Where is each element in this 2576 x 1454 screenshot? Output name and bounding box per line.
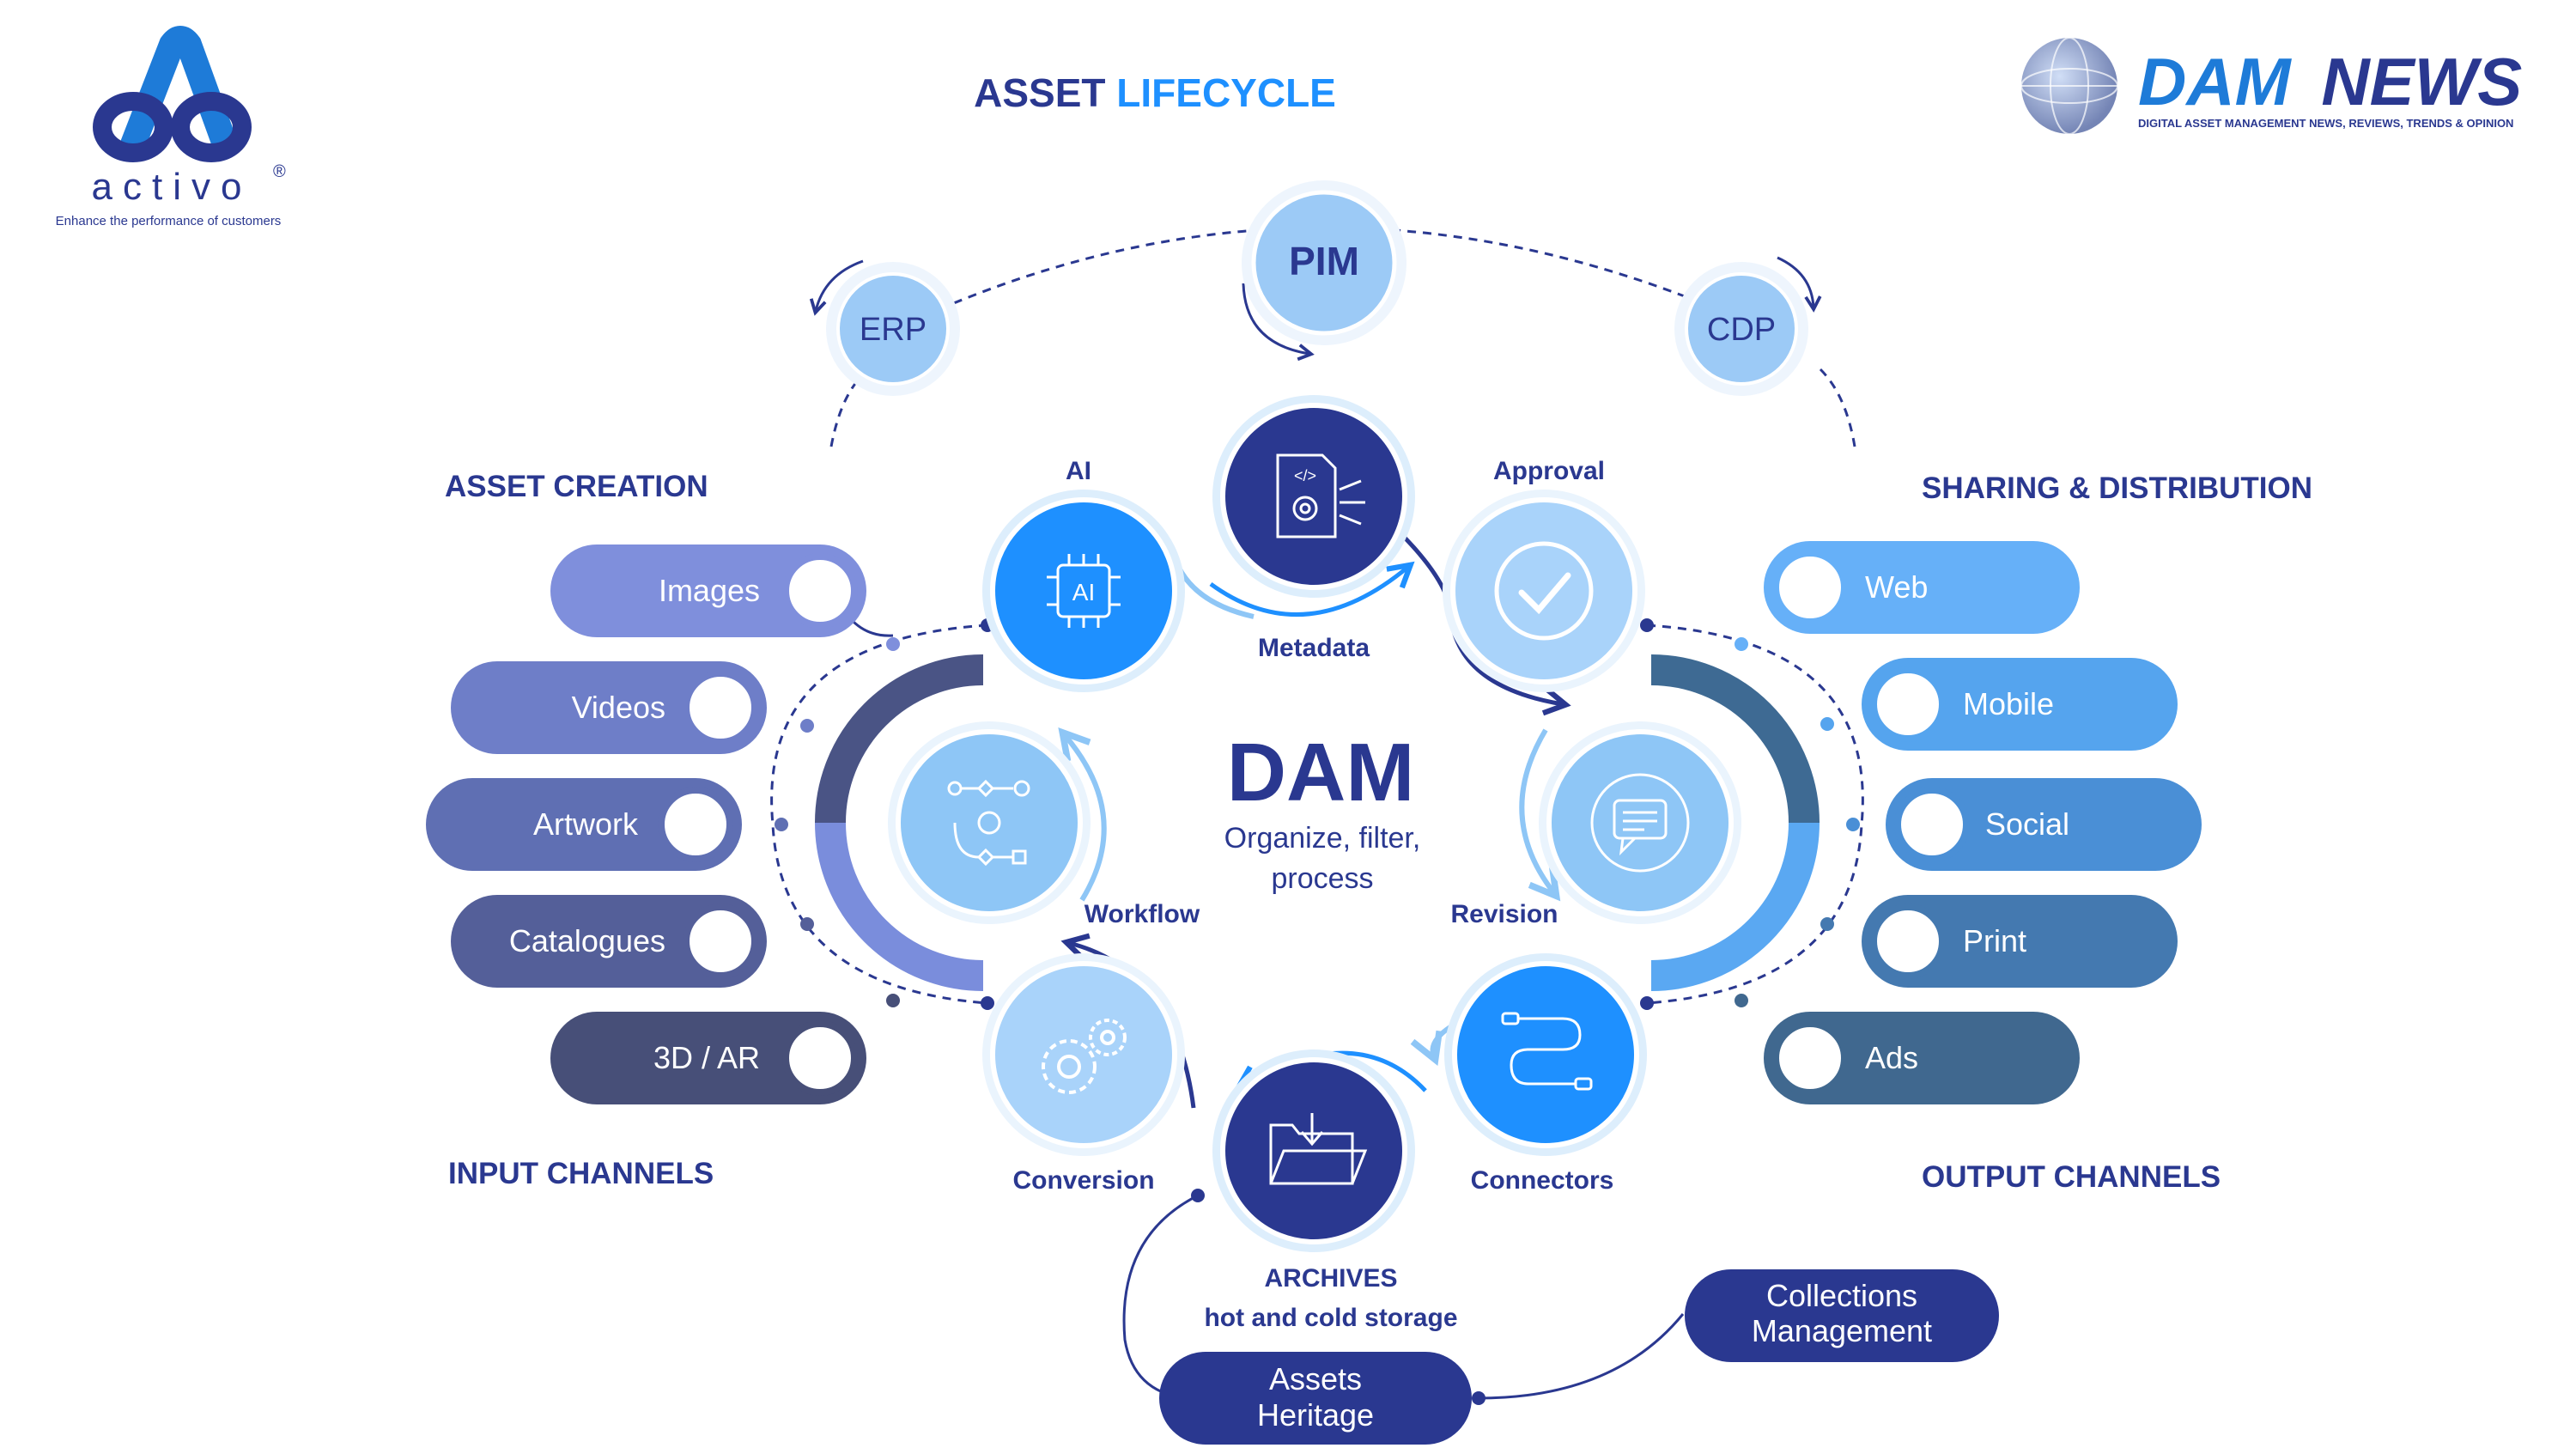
code-document-icon: </> bbox=[1276, 453, 1365, 538]
output-pill-mobile-label: Mobile bbox=[1963, 686, 2054, 721]
connectors-node bbox=[1444, 953, 1647, 1156]
erp-node: ERP bbox=[826, 262, 960, 396]
cdp-label: CDP bbox=[1707, 312, 1776, 348]
input-pills: Images Videos Artwork Catalogues 3D / AR bbox=[426, 544, 900, 1104]
chat-cycle-icon bbox=[1590, 773, 1690, 873]
right-dashed-arc bbox=[1646, 624, 1864, 1005]
input-pill-artwork[interactable]: Artwork bbox=[426, 778, 788, 871]
ai-label: AI bbox=[1066, 457, 1091, 485]
cdp-node: CDP bbox=[1674, 262, 1808, 396]
activo-logo: activo ® Enhance the performance of cust… bbox=[56, 26, 286, 228]
revision-node bbox=[1539, 721, 1741, 924]
input-pill-videos[interactable]: Videos bbox=[451, 661, 814, 754]
input-pill-3d-ar[interactable]: 3D / AR bbox=[550, 994, 900, 1104]
input-channels-heading: INPUT CHANNELS bbox=[448, 1157, 714, 1190]
globe-icon bbox=[2020, 37, 2118, 135]
ai-icon-text: AI bbox=[1072, 579, 1095, 605]
assets-heritage-pill[interactable]: Assets Heritage bbox=[1159, 1352, 1472, 1445]
dam-subtitle-line2: process bbox=[1271, 862, 1373, 895]
output-pill-mobile[interactable]: Mobile bbox=[1820, 658, 2178, 751]
metadata-node: </> bbox=[1212, 395, 1415, 598]
gears-icon bbox=[1042, 1019, 1127, 1094]
left-half-ring bbox=[815, 654, 984, 991]
input-pill-3d-ar-label: 3D / AR bbox=[653, 1040, 760, 1075]
input-pill-images-label: Images bbox=[659, 573, 760, 608]
collections-management-line1: Collections bbox=[1766, 1278, 1917, 1313]
output-pill-ads[interactable]: Ads bbox=[1735, 994, 2080, 1104]
approval-label: Approval bbox=[1493, 457, 1605, 485]
title-part1: ASSET bbox=[974, 70, 1105, 115]
heritage-to-collections-connector bbox=[1478, 1313, 1685, 1400]
top-systems-arc: ERP PIM CDP bbox=[809, 180, 1856, 447]
workflow-label: Workflow bbox=[1084, 900, 1200, 928]
output-pill-social-label: Social bbox=[1985, 806, 2069, 842]
output-pills: Web Mobile Social Print Ads bbox=[1735, 541, 2202, 1104]
flowchart-icon bbox=[947, 779, 1030, 867]
activo-logo-mark bbox=[120, 26, 238, 157]
archives-subtitle: hot and cold storage bbox=[1204, 1304, 1457, 1332]
title-part2: LIFECYCLE bbox=[1116, 70, 1336, 115]
assets-heritage-line2: Heritage bbox=[1257, 1397, 1374, 1433]
input-pill-artwork-label: Artwork bbox=[533, 806, 639, 842]
conversion-node bbox=[982, 953, 1185, 1156]
sharing-distribution-heading: SHARING & DISTRIBUTION bbox=[1922, 471, 2312, 505]
connectors-label: Connectors bbox=[1471, 1166, 1614, 1195]
archives-to-heritage-connector bbox=[1122, 1194, 1199, 1400]
activo-wordmark: activo bbox=[92, 166, 252, 208]
svg-text:</>: </> bbox=[1294, 467, 1316, 484]
input-pill-catalogues-label: Catalogues bbox=[509, 923, 665, 958]
pim-node: PIM bbox=[1242, 180, 1406, 345]
workflow-node bbox=[888, 721, 1091, 924]
output-pill-web[interactable]: Web bbox=[1735, 541, 2080, 651]
metadata-label: Metadata bbox=[1258, 634, 1370, 662]
revision-label: Revision bbox=[1450, 900, 1558, 928]
dam-subtitle-line1: Organize, filter, bbox=[1224, 822, 1421, 855]
assets-heritage-line1: Assets bbox=[1269, 1361, 1362, 1396]
activo-tagline: Enhance the performance of customers bbox=[56, 214, 282, 228]
svg-text:DAM NEWS: DAM NEWS bbox=[2138, 44, 2522, 119]
output-channels-heading: OUTPUT CHANNELS bbox=[1922, 1160, 2221, 1194]
checkmark-icon bbox=[1518, 572, 1571, 615]
output-pill-print-label: Print bbox=[1963, 923, 2026, 958]
ai-chip-icon bbox=[1047, 554, 1121, 628]
approval-node bbox=[1443, 490, 1645, 692]
collections-management-line2: Management bbox=[1752, 1313, 1932, 1348]
page-title: ASSET LIFECYCLE bbox=[974, 70, 1336, 115]
pim-label: PIM bbox=[1289, 239, 1359, 283]
input-pill-images[interactable]: Images bbox=[550, 544, 900, 651]
right-half-ring bbox=[1650, 654, 1820, 991]
dam-title: DAM bbox=[1227, 727, 1415, 818]
output-pill-social[interactable]: Social bbox=[1846, 778, 2202, 871]
input-pill-videos-label: Videos bbox=[572, 690, 665, 725]
ai-node: AI bbox=[982, 490, 1185, 692]
dam-news-dam: DAM bbox=[2138, 44, 2293, 119]
dam-news-news: NEWS bbox=[2321, 44, 2522, 119]
output-pill-web-label: Web bbox=[1865, 569, 1928, 605]
activo-registered: ® bbox=[273, 162, 286, 181]
asset-creation-heading: ASSET CREATION bbox=[445, 470, 708, 503]
dam-news-tagline: DIGITAL ASSET MANAGEMENT NEWS, REVIEWS, … bbox=[2138, 117, 2513, 130]
archives-node bbox=[1212, 1049, 1415, 1252]
input-pill-catalogues[interactable]: Catalogues bbox=[451, 895, 814, 988]
archives-title: ARCHIVES bbox=[1264, 1264, 1397, 1293]
output-pill-ads-label: Ads bbox=[1865, 1040, 1918, 1075]
folder-download-icon bbox=[1269, 1113, 1368, 1185]
erp-label: ERP bbox=[860, 312, 927, 348]
collections-management-pill[interactable]: Collections Management bbox=[1685, 1269, 1999, 1362]
output-pill-print[interactable]: Print bbox=[1820, 895, 2178, 988]
dam-news-logo: DAM NEWS DIGITAL ASSET MANAGEMENT NEWS, … bbox=[2020, 37, 2522, 135]
cable-icon bbox=[1501, 1012, 1593, 1091]
left-dashed-arc bbox=[770, 624, 988, 1005]
conversion-label: Conversion bbox=[1012, 1166, 1154, 1195]
